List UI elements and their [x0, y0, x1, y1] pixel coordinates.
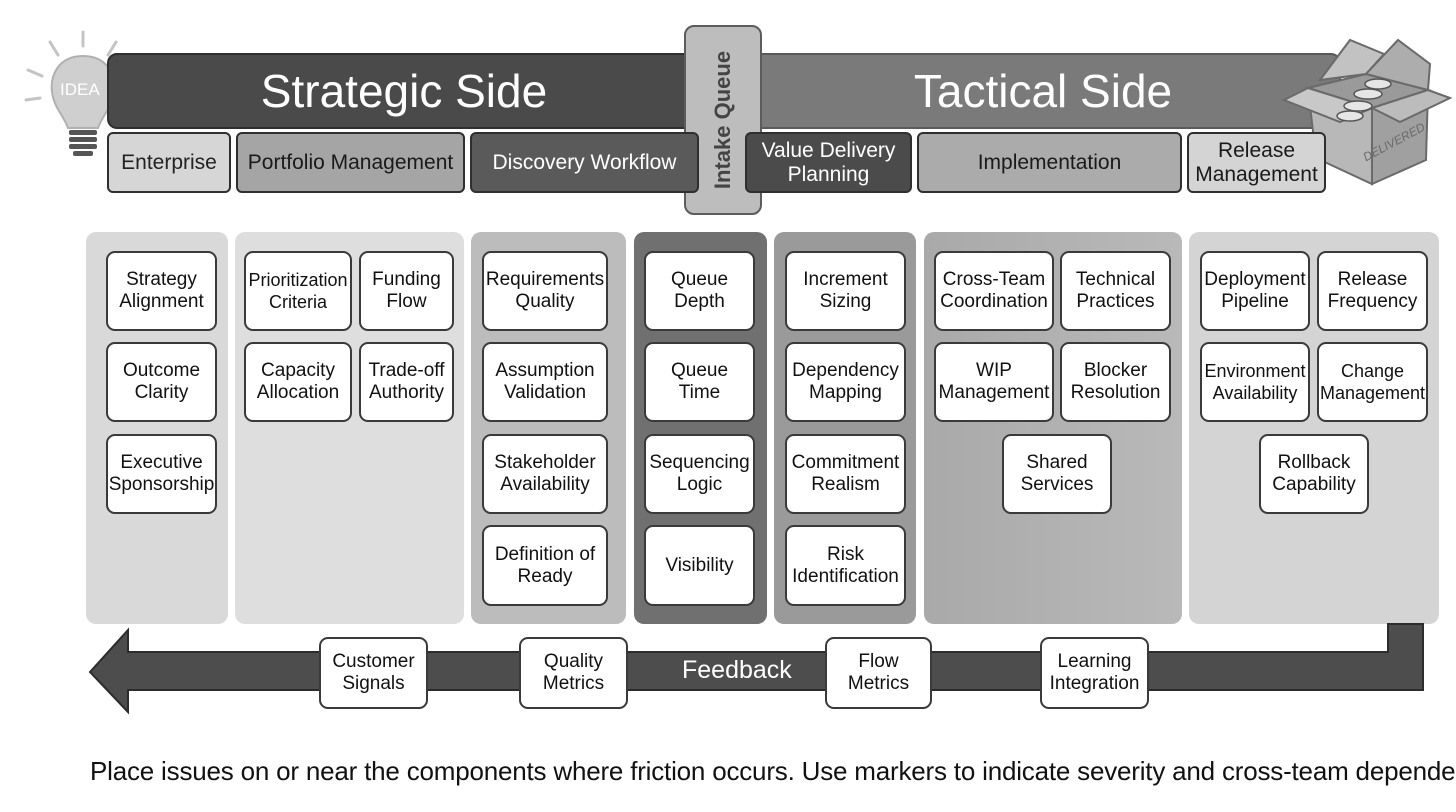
- card-assumption-validation[interactable]: Assumption Validation: [482, 342, 608, 422]
- card-dependency-mapping[interactable]: Dependency Mapping: [785, 342, 906, 422]
- phase-implementation: Implementation: [917, 132, 1182, 193]
- card-strategy-alignment[interactable]: Strategy Alignment: [106, 251, 217, 331]
- card-definition-of-ready[interactable]: Definition of Ready: [482, 525, 608, 606]
- card-funding-flow[interactable]: Funding Flow: [359, 251, 454, 331]
- feedback-customer-signals[interactable]: Customer Signals: [319, 637, 428, 709]
- card-trade-off-authority[interactable]: Trade-off Authority: [359, 342, 454, 422]
- card-queue-depth[interactable]: Queue Depth: [644, 251, 755, 331]
- card-sequencing-logic[interactable]: Sequencing Logic: [644, 434, 755, 514]
- phase-enterprise: Enterprise: [107, 132, 231, 193]
- card-blocker-resolution[interactable]: Blocker Resolution: [1060, 342, 1171, 422]
- card-stakeholder-availability[interactable]: Stakeholder Availability: [482, 434, 608, 514]
- tactical-side-banner: Tactical Side: [745, 53, 1341, 129]
- idea-label: IDEA: [60, 80, 100, 99]
- card-rollback-capability[interactable]: Rollback Capability: [1259, 434, 1369, 514]
- tactical-side-title: Tactical Side: [913, 65, 1173, 117]
- card-prioritization-criteria[interactable]: Prioritization Criteria: [244, 251, 352, 331]
- card-cross-team-coordination[interactable]: Cross-Team Coordination: [934, 251, 1054, 331]
- feedback-learning-integration[interactable]: Learning Integration: [1040, 637, 1149, 709]
- lightbulb-icon: [24, 30, 142, 156]
- card-executive-sponsorship[interactable]: Executive Sponsorship: [106, 434, 217, 514]
- card-wip-management[interactable]: WIP Management: [934, 342, 1054, 422]
- card-increment-sizing[interactable]: Increment Sizing: [785, 251, 906, 331]
- card-requirements-quality[interactable]: Requirements Quality: [482, 251, 608, 331]
- phase-discovery-workflow: Discovery Workflow: [470, 132, 699, 193]
- intake-queue-label: Intake Queue: [710, 50, 735, 190]
- card-technical-practices[interactable]: Technical Practices: [1060, 251, 1171, 331]
- card-risk-identification[interactable]: Risk Identification: [785, 525, 906, 606]
- delivered-box-icon: [1281, 38, 1452, 186]
- feedback-quality-metrics[interactable]: Quality Metrics: [519, 637, 628, 709]
- feedback-label: Feedback: [682, 656, 792, 684]
- card-queue-time[interactable]: Queue Time: [644, 342, 755, 422]
- phase-release-management: Release Management: [1187, 132, 1326, 193]
- card-environment-availability[interactable]: Environment Availability: [1200, 342, 1310, 422]
- feedback-flow-metrics[interactable]: Flow Metrics: [825, 637, 932, 709]
- phase-portfolio-management: Portfolio Management: [236, 132, 465, 193]
- footer-instructions: Place issues on or near the components w…: [90, 756, 1456, 786]
- card-release-frequency[interactable]: Release Frequency: [1317, 251, 1428, 331]
- card-shared-services[interactable]: Shared Services: [1002, 434, 1112, 514]
- card-visibility[interactable]: Visibility: [644, 525, 755, 606]
- phase-value-delivery-planning: Value Delivery Planning: [745, 132, 912, 193]
- card-commitment-realism[interactable]: Commitment Realism: [785, 434, 906, 514]
- card-deployment-pipeline[interactable]: Deployment Pipeline: [1200, 251, 1310, 331]
- strategic-side-title: Strategic Side: [260, 65, 548, 117]
- card-change-management[interactable]: Change Management: [1317, 342, 1428, 422]
- card-capacity-allocation[interactable]: Capacity Allocation: [244, 342, 352, 422]
- strategic-side-banner: Strategic Side: [107, 53, 701, 129]
- card-outcome-clarity[interactable]: Outcome Clarity: [106, 342, 217, 422]
